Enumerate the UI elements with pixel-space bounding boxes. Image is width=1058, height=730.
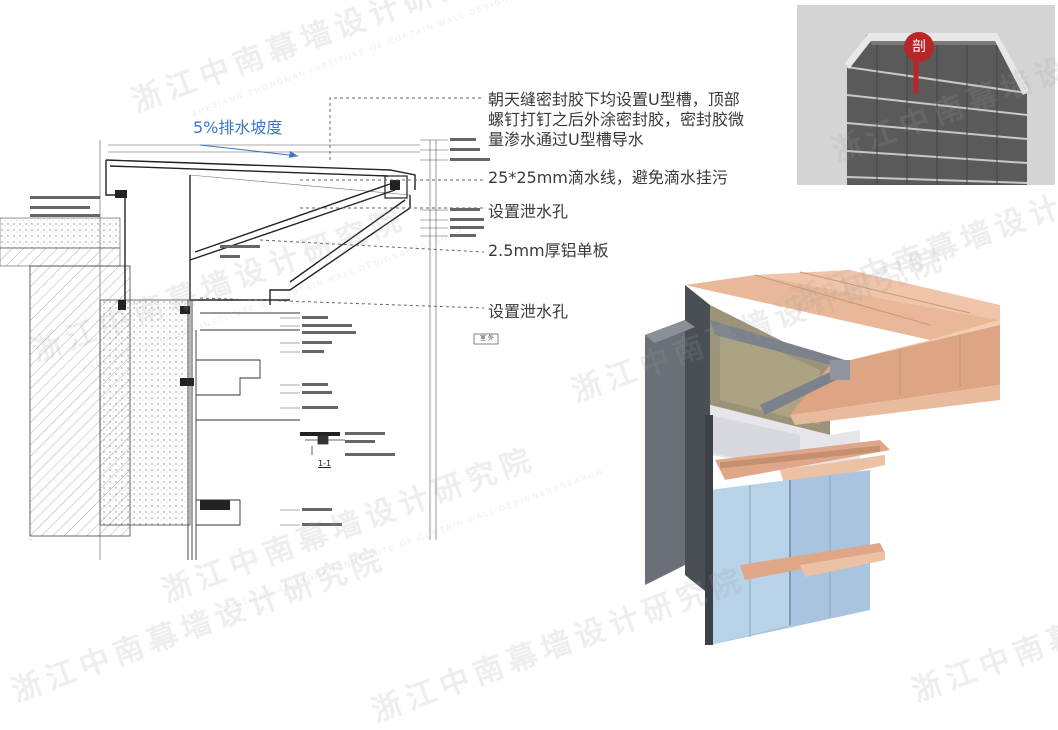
cad-section-drawing <box>0 138 499 560</box>
callout-leaders <box>199 97 485 309</box>
callout-aluminum-panel: 2.5mm厚铝单板 <box>488 241 609 260</box>
section-label: 1-1 <box>318 459 332 468</box>
outdoor-tag: 室 外 <box>480 335 494 342</box>
slope-label: 5%排水坡度 <box>193 118 283 137</box>
callout-u-groove: 朝天缝密封胶下均设置U型槽，顶部 螺钉打钉之后外涂密封胶，密封胶微 量渗水通过U… <box>488 90 745 149</box>
callout-drip-line: 25*25mm滴水线，避免滴水挂污 <box>488 168 728 187</box>
canopy-3d-render <box>645 270 1000 645</box>
callout-weep-hole-top: 设置泄水孔 <box>488 202 569 221</box>
callout-weep-hole-bottom: 设置泄水孔 <box>488 302 569 321</box>
section-marker: 剖 <box>904 32 934 62</box>
